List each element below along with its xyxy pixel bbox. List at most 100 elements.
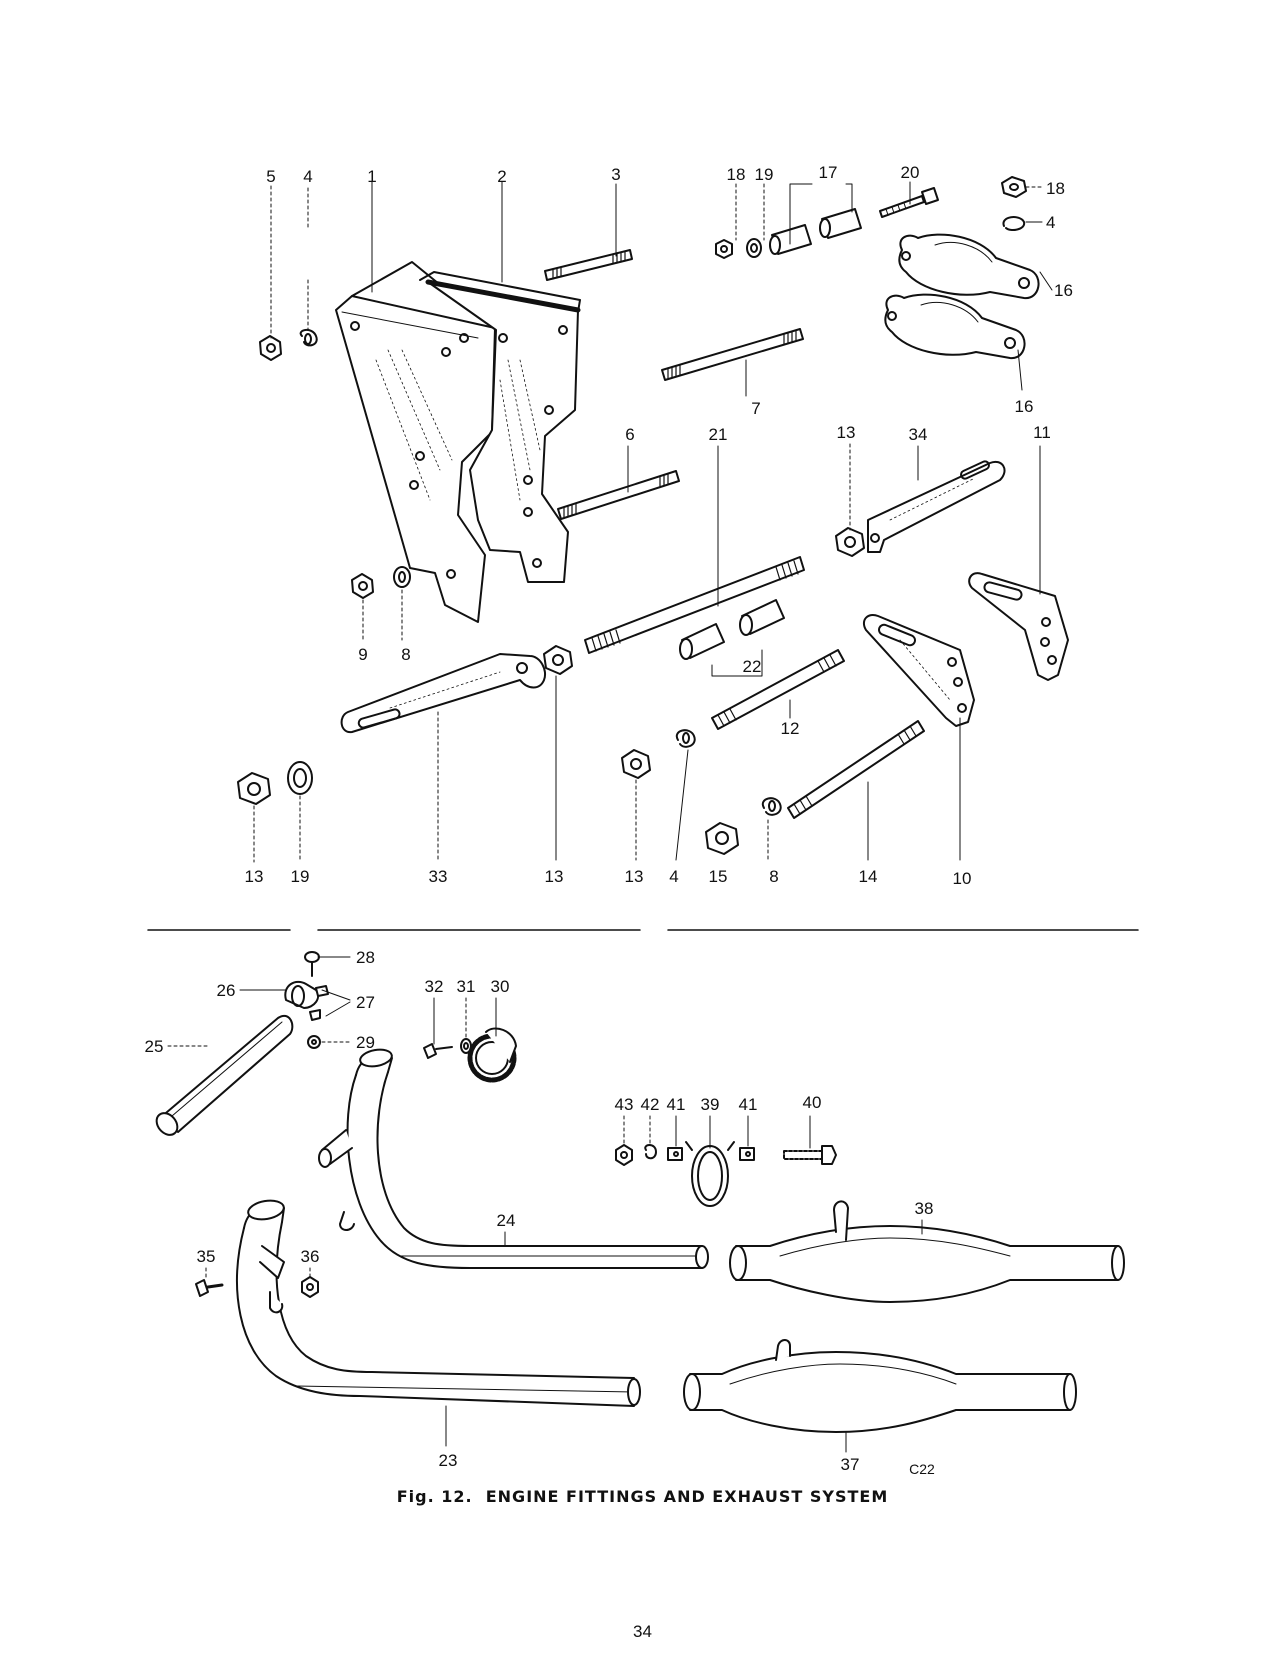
callout-13-lower-mid: 13: [625, 867, 644, 886]
stud-6: [557, 470, 680, 520]
callout-17: 17: [819, 163, 838, 182]
callout-1: 1: [367, 167, 376, 186]
engine-plate-rear: [419, 271, 581, 583]
page-number: 34: [633, 1622, 652, 1641]
callout-3: 3: [611, 165, 620, 184]
nut-29: [307, 1035, 321, 1049]
callout-31: 31: [457, 977, 476, 996]
callout-41-left: 41: [667, 1095, 686, 1114]
clip-26: [284, 980, 329, 1021]
washer-8-left: [393, 566, 411, 588]
pipe-25: [155, 1015, 294, 1136]
nut-13-center: [543, 645, 573, 675]
bracket-34: [867, 460, 1006, 553]
nut-13-lower-mid: [621, 749, 651, 779]
stud-12: [711, 649, 845, 730]
nut-13-lower-left: [237, 772, 271, 805]
callout-25: 25: [145, 1037, 164, 1056]
strap-39: [685, 1141, 735, 1207]
sprocket-30: [467, 1027, 517, 1083]
callout-8-lower: 8: [769, 867, 778, 886]
stud-14: [787, 720, 925, 819]
nut-9: [351, 573, 374, 599]
callout-13-upper: 13: [837, 423, 856, 442]
callout-22: 22: [743, 657, 762, 676]
spacers-17: [769, 208, 862, 255]
spacers-22: [679, 599, 785, 660]
callout-34: 34: [909, 425, 928, 444]
stud-21: [584, 556, 805, 654]
callout-33: 33: [429, 867, 448, 886]
nut-5: [259, 335, 282, 361]
callout-10: 10: [953, 869, 972, 888]
callout-32: 32: [425, 977, 444, 996]
callout-35: 35: [197, 1247, 216, 1266]
bolt-40: [783, 1145, 837, 1165]
washer-19-lower: [287, 761, 313, 795]
callout-41-right: 41: [739, 1095, 758, 1114]
nut-18-clip-4-right: [1001, 176, 1027, 231]
figure-code: C22: [909, 1461, 935, 1477]
callout-38: 38: [915, 1199, 934, 1218]
callout-11: 11: [1033, 423, 1051, 442]
callout-27: 27: [356, 993, 375, 1012]
callout-18-top: 18: [727, 165, 746, 184]
clip-41-right: [739, 1147, 755, 1161]
nut-36: [301, 1276, 319, 1298]
callout-19-top: 19: [755, 165, 774, 184]
leader-lines-lower: [167, 956, 923, 1453]
callout-16-lower: 16: [1015, 397, 1034, 416]
clip-8-lower: [761, 797, 782, 816]
washer-42: [644, 1144, 657, 1160]
washer-31: [460, 1038, 472, 1054]
nut-43: [615, 1144, 633, 1166]
clip-4-lower: [675, 729, 696, 748]
clip-41-left: [667, 1147, 683, 1161]
nut-18-washer-19-top: [715, 238, 762, 259]
stud-3: [544, 249, 633, 281]
callout-29: 29: [356, 1033, 375, 1052]
stud-7: [661, 328, 804, 381]
clip-4-left: [299, 329, 318, 347]
callout-4: 4: [303, 167, 312, 186]
callout-39: 39: [701, 1095, 720, 1114]
bolt-28: [304, 951, 320, 977]
figure-caption: Fig. 12. ENGINE FITTINGS AND EXHAUST SYS…: [396, 1487, 889, 1506]
callout-36: 36: [301, 1247, 320, 1266]
callout-13-center: 13: [545, 867, 564, 886]
bracket-11: [968, 572, 1069, 681]
callout-26: 26: [217, 981, 236, 1000]
nut-13-upper: [835, 527, 865, 557]
callout-16-upper: 16: [1054, 281, 1073, 300]
callout-20: 20: [901, 163, 920, 182]
exhaust-pipe-24: [318, 1048, 709, 1269]
callout-14: 14: [859, 867, 878, 886]
callout-42: 42: [641, 1095, 660, 1114]
callout-6: 6: [625, 425, 634, 444]
callout-8-left: 8: [401, 645, 410, 664]
callout-7: 7: [751, 399, 760, 418]
callout-19-lower: 19: [291, 867, 310, 886]
callout-23: 23: [439, 1451, 458, 1470]
callout-12: 12: [781, 719, 800, 738]
callout-numbers: 5 4 1 2 3 18 19 17 20 18 4 16 16 7 6 21 …: [145, 163, 1073, 1477]
callout-4-right: 4: [1046, 213, 1055, 232]
silencer-38: [729, 1200, 1125, 1303]
silencer-37: [683, 1339, 1077, 1433]
callout-28: 28: [356, 948, 375, 967]
bracket-10: [862, 614, 975, 727]
nut-15: [705, 822, 739, 855]
callout-37: 37: [841, 1455, 860, 1474]
engine-plate-front: [335, 261, 496, 623]
callout-24: 24: [497, 1211, 516, 1230]
callout-40: 40: [803, 1093, 822, 1112]
callout-18-right: 18: [1046, 179, 1065, 198]
bolt-35: [195, 1279, 224, 1297]
callout-30: 30: [491, 977, 510, 996]
callout-2: 2: [497, 167, 506, 186]
leader-lines-upper: [253, 181, 1053, 863]
bracket-33: [340, 653, 546, 734]
callout-4-lower: 4: [669, 867, 678, 886]
